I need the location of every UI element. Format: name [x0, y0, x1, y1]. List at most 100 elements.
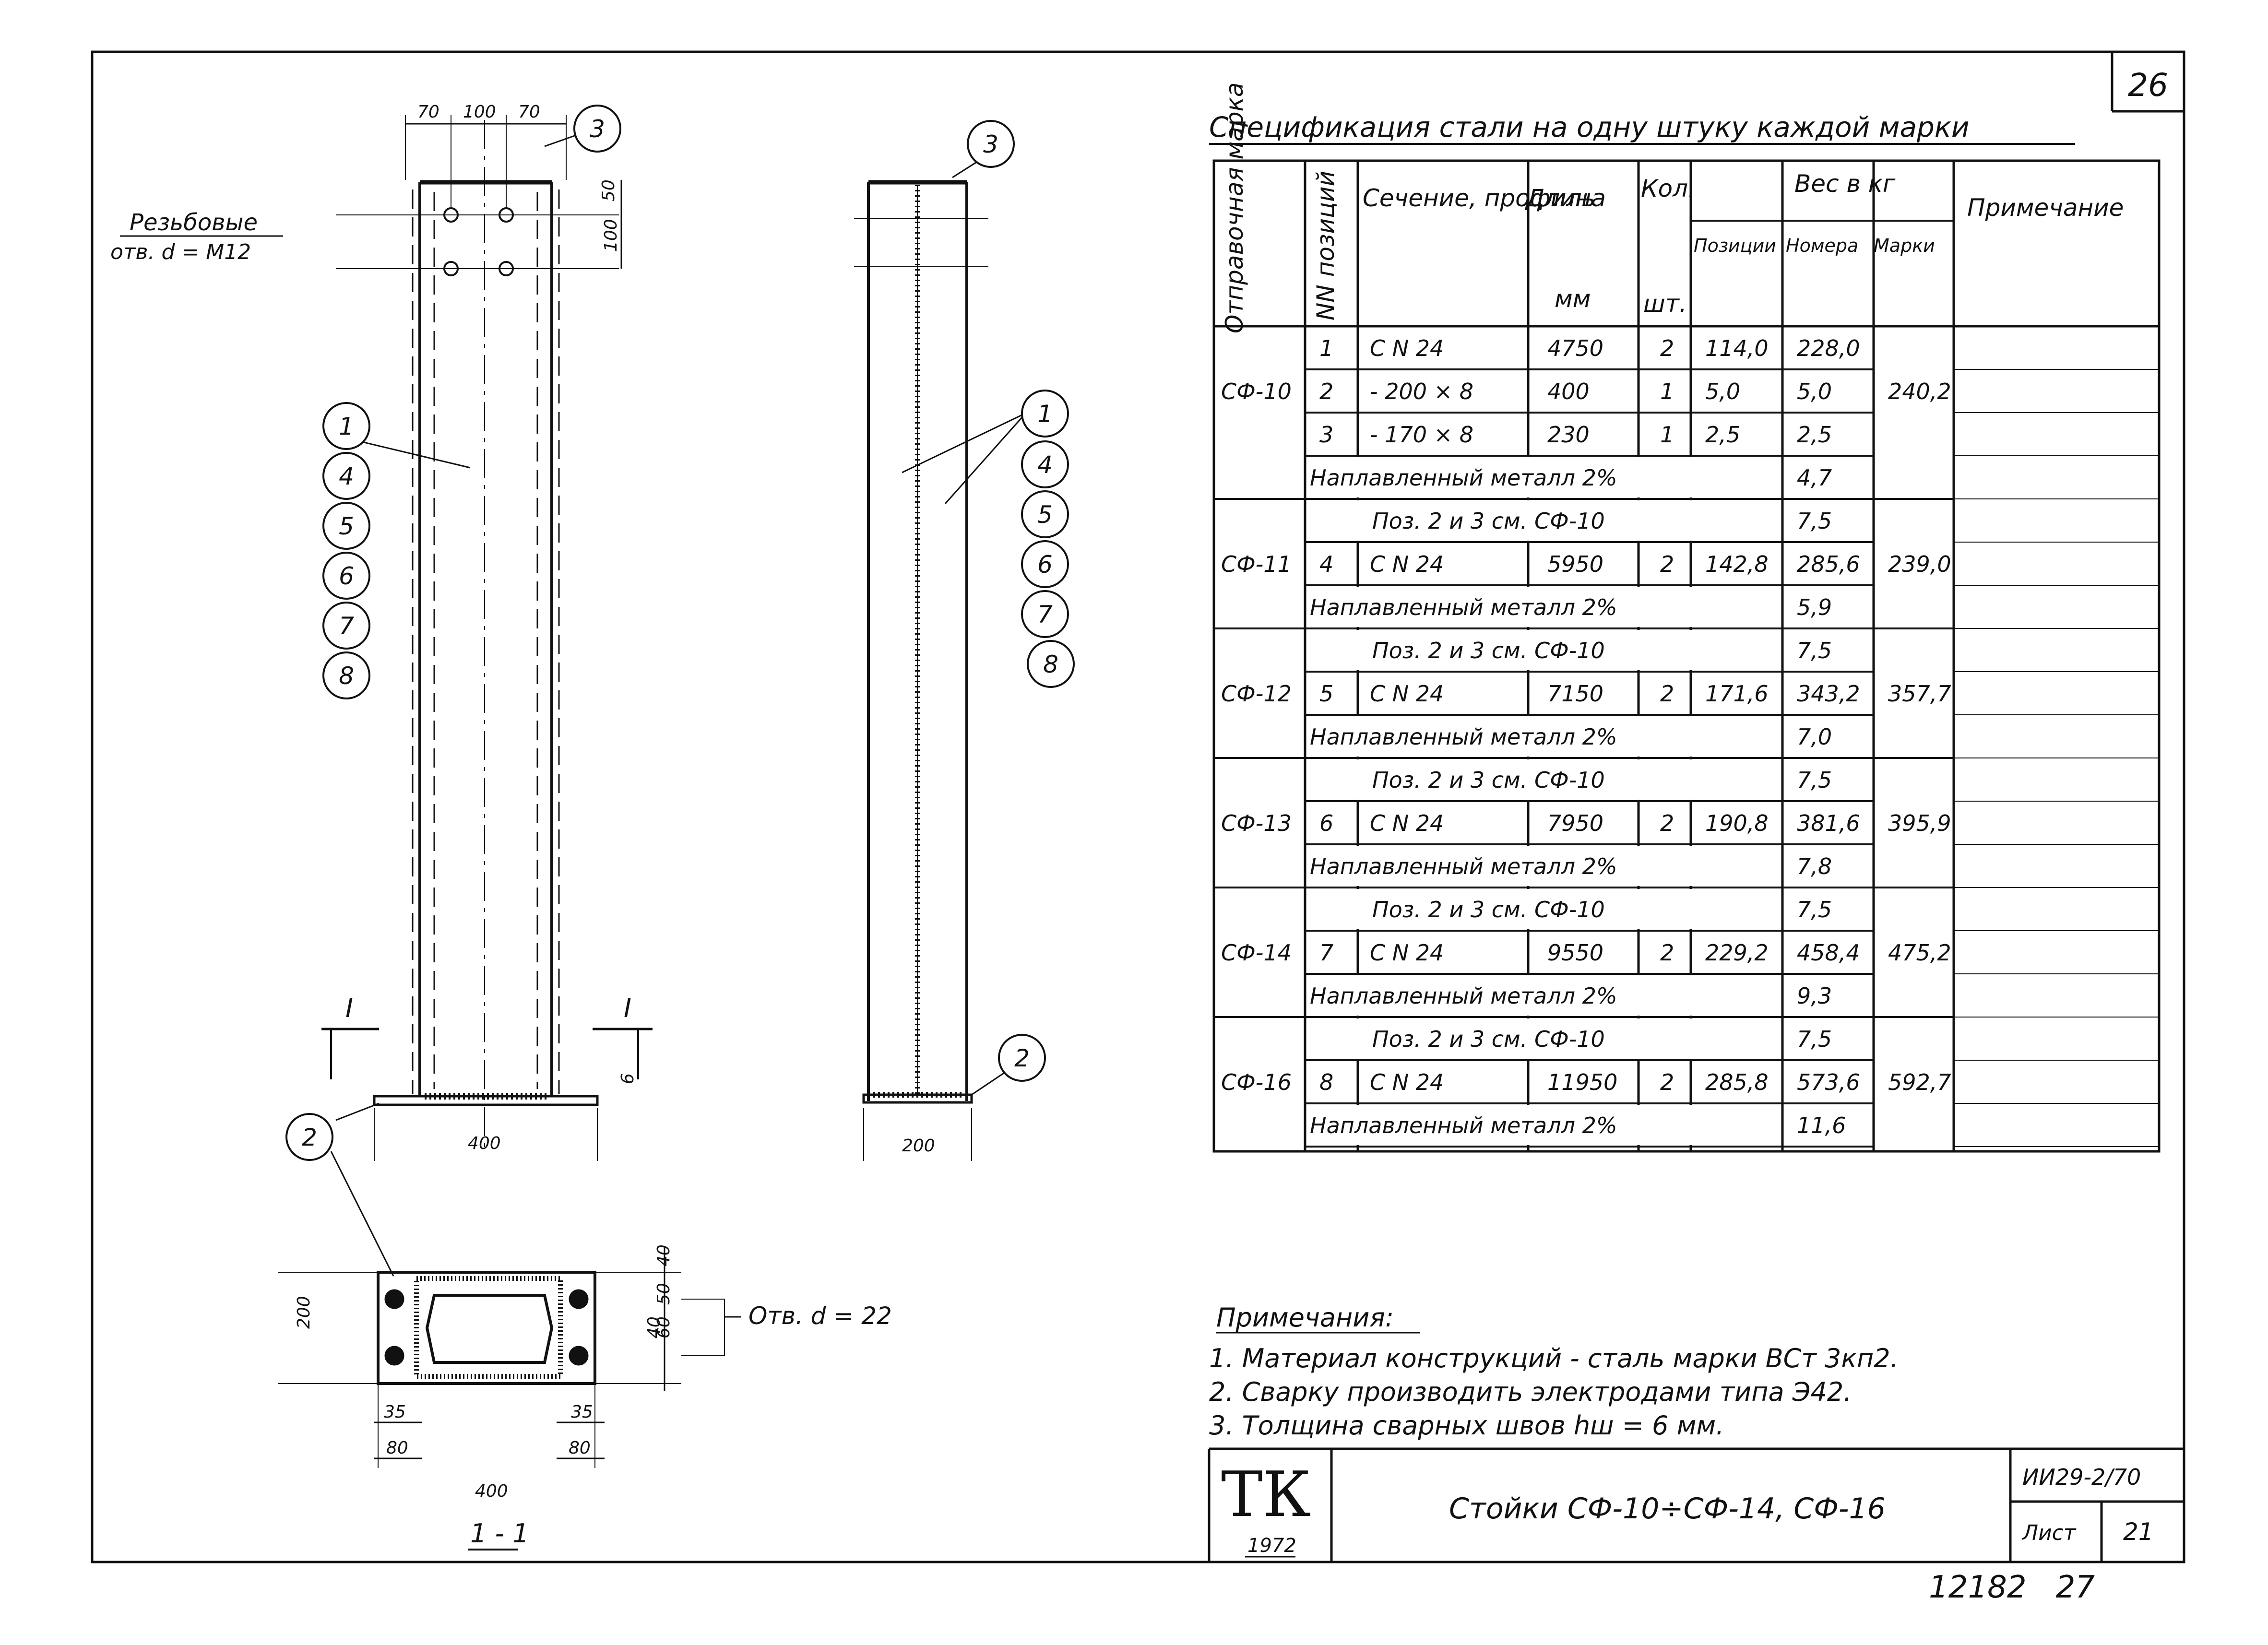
- cell-weight-mark: 357,7: [1888, 681, 1951, 707]
- sheet-label: Лист: [2021, 1521, 2077, 1545]
- merged-cell: [1306, 630, 1781, 670]
- dim-100-side: 100: [601, 219, 621, 252]
- cell-pos: 6: [1319, 810, 1333, 836]
- stamp-tk: ТК: [1221, 1458, 1311, 1531]
- cell-weight-num: 573,6: [1797, 1069, 1860, 1095]
- section-dim-35-right: 35: [571, 1402, 593, 1422]
- cell-weight-mark: 475,2: [1888, 940, 1951, 966]
- hdr-pos: NN позиций: [1312, 171, 1340, 320]
- cell-weight-pos: 190,8: [1705, 810, 1769, 836]
- cell-section: - 200 × 8: [1370, 379, 1473, 404]
- callout-4-side: 4: [1021, 440, 1069, 488]
- cell-weight-num: 7,8: [1797, 853, 1832, 879]
- dim-6: 6: [618, 1073, 638, 1084]
- doc-title: Стойки СФ-10÷СФ-14, СФ-16: [1449, 1492, 1886, 1526]
- section-dim-50: 50: [654, 1283, 674, 1305]
- cell-qty: 2: [1660, 551, 1674, 577]
- section-dim-400: 400: [475, 1481, 508, 1501]
- hdr-weight: Вес в кг: [1794, 170, 1896, 198]
- cell-weight-num: 7,5: [1797, 1026, 1832, 1052]
- cell-section: C N 24: [1370, 810, 1444, 836]
- cell-span: Поз. 2 и 3 см. СФ-10: [1372, 1026, 1605, 1052]
- note-3: 3. Толщина сварных швов hш = 6 мм.: [1209, 1410, 1724, 1441]
- cell-span: Наплавленный металл 2%: [1310, 983, 1617, 1009]
- side-view: [854, 160, 1023, 1161]
- front-view: [321, 115, 653, 1277]
- side-callouts: 3 1 4 5 6 7 8 2: [967, 120, 1075, 1082]
- spec-title: Спецификация стали на одну штуку каждой …: [1209, 111, 1970, 143]
- cell-mark: СФ-16: [1221, 1069, 1292, 1095]
- cell-weight-num: 4,7: [1797, 465, 1832, 491]
- hdr-w-mark: Марки: [1874, 235, 1935, 256]
- page-number: 26: [2128, 67, 2168, 104]
- merged-cell: [1306, 587, 1781, 627]
- cell-length: 11950: [1547, 1069, 1617, 1095]
- cell-weight-num: 285,6: [1797, 551, 1860, 577]
- callout-6-side: 6: [1021, 540, 1069, 588]
- cell-weight-pos: 229,2: [1705, 940, 1769, 966]
- cell-section: C N 24: [1370, 681, 1444, 707]
- svg-text:4: 4: [339, 462, 354, 490]
- hdr-w-num: Номера: [1786, 235, 1858, 256]
- cell-length: 4750: [1547, 335, 1603, 361]
- cell-length: 230: [1547, 422, 1590, 448]
- cell-span: Наплавленный металл 2%: [1310, 594, 1617, 620]
- callout-3-front: 3: [573, 105, 621, 153]
- cell-weight-pos: 5,0: [1705, 379, 1740, 404]
- cell-weight-num: 9,3: [1797, 983, 1832, 1009]
- merged-cell: [1306, 759, 1781, 800]
- cell-span: Поз. 2 и 3 см. СФ-10: [1372, 897, 1605, 923]
- merged-cell: [1306, 1105, 1781, 1145]
- callout-8-front: 8: [322, 651, 370, 699]
- cell-span: Поз. 2 и 3 см. СФ-10: [1372, 508, 1605, 534]
- merged-cell: [1306, 846, 1781, 886]
- thread-holes-label: Резьбовые: [130, 209, 258, 236]
- cell-weight-num: 5,0: [1797, 379, 1832, 404]
- section-dim-40: 40: [654, 1244, 674, 1266]
- cell-span: Наплавленный металл 2%: [1310, 853, 1617, 879]
- callout-2-side: 2: [998, 1034, 1046, 1082]
- cell-weight-num: 7,5: [1797, 767, 1832, 793]
- dim-70-left: 70: [417, 102, 439, 122]
- callout-1-side: 1: [1021, 390, 1069, 438]
- callout-7-side: 7: [1021, 590, 1069, 638]
- svg-text:1: 1: [339, 413, 354, 440]
- section-dim-60: 60: [654, 1316, 674, 1338]
- cell-pos: 5: [1319, 681, 1333, 707]
- doc-code: ИИ29-2/70: [2022, 1464, 2141, 1490]
- cell-weight-pos: 114,0: [1705, 335, 1769, 361]
- merged-cell: [1306, 1018, 1781, 1059]
- notes: Примечания: 1. Материал конструкций - ст…: [1209, 1302, 1899, 1441]
- cell-weight-mark: 239,0: [1888, 551, 1951, 577]
- cell-weight-pos: 142,8: [1705, 551, 1769, 577]
- svg-text:6: 6: [1037, 551, 1053, 579]
- hdr-mark: Отправочная марка: [1221, 83, 1248, 333]
- spec-table-lines: [1214, 161, 2159, 1151]
- callout-3-side: 3: [967, 120, 1015, 168]
- merged-cell: [1306, 975, 1781, 1016]
- callout-5-front: 5: [322, 502, 370, 550]
- callout-1-front: 1: [322, 402, 370, 450]
- svg-text:2: 2: [1014, 1044, 1030, 1072]
- section-mark-right: I: [624, 993, 631, 1023]
- cell-weight-num: 343,2: [1797, 681, 1860, 707]
- cell-qty: 2: [1660, 810, 1674, 836]
- callout-2-front: 2: [285, 1113, 333, 1161]
- svg-text:7: 7: [339, 612, 354, 640]
- merged-cell: [1306, 716, 1781, 757]
- sheet-frame: [91, 50, 2185, 1563]
- cell-span: Наплавленный металл 2%: [1310, 465, 1617, 491]
- section-label: 1 - 1: [470, 1518, 529, 1549]
- callout-4-front: 4: [322, 452, 370, 500]
- svg-text:3: 3: [983, 130, 998, 158]
- base-width-400: 400: [468, 1134, 501, 1153]
- cell-weight-num: 381,6: [1797, 810, 1860, 836]
- cell-span: Наплавленный металл 2%: [1310, 1112, 1617, 1138]
- callout-8-side: 8: [1027, 640, 1075, 688]
- hdr-qty: Кол.: [1641, 175, 1696, 202]
- cell-qty: 2: [1660, 335, 1674, 361]
- cell-mark: СФ-14: [1221, 940, 1292, 966]
- cell-section: C N 24: [1370, 940, 1444, 966]
- cell-section: C N 24: [1370, 551, 1444, 577]
- hdr-w-pos: Позиции: [1694, 235, 1776, 256]
